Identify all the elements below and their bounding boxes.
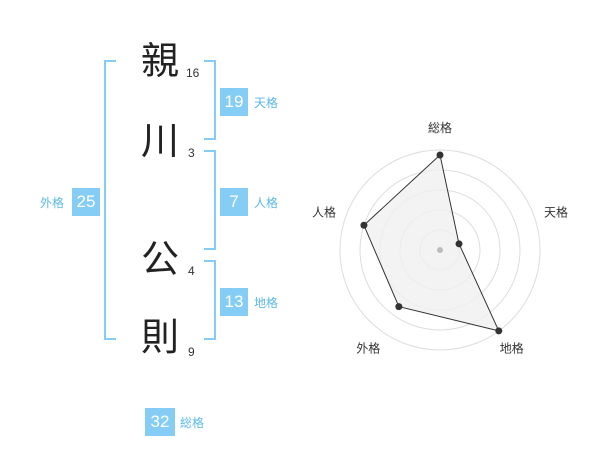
radar-axis-label-2: 天格 xyxy=(544,204,568,219)
name-char-3: 公 xyxy=(140,237,179,281)
radar-polygon xyxy=(363,154,500,332)
name-char-1: 親 xyxy=(140,39,179,83)
radar-axis-label-3: 地格 xyxy=(500,341,524,356)
chikaku-label: 地格 xyxy=(254,296,279,310)
radar-axis-label-1: 総格 xyxy=(428,120,452,135)
tenkaku-value: 19 xyxy=(220,88,248,116)
name-char-2: 川 xyxy=(140,119,179,163)
soukaku-label: 総格 xyxy=(180,416,205,430)
gaikaku-value: 25 xyxy=(72,188,100,216)
stroke-count-2: 3 xyxy=(188,146,195,160)
radar-point-2 xyxy=(455,240,463,248)
radar-center xyxy=(437,247,443,253)
chikaku-bracket xyxy=(204,260,216,340)
stroke-count-3: 4 xyxy=(188,264,195,278)
radar-axis-label-5: 人格 xyxy=(312,204,336,219)
name-char-4: 則 xyxy=(140,315,179,359)
gaikaku-bracket xyxy=(104,60,116,340)
jinkaku-value: 7 xyxy=(220,188,248,216)
soukaku-value: 32 xyxy=(145,408,175,436)
jinkaku-bracket xyxy=(204,150,216,250)
radar-point-1 xyxy=(436,151,444,159)
stroke-count-1: 16 xyxy=(186,66,200,80)
radar-ring xyxy=(339,149,541,351)
radar-point-4 xyxy=(395,303,403,311)
jinkaku-label: 人格 xyxy=(254,196,279,210)
radar-point-5 xyxy=(360,221,368,229)
radar-axis-label-4: 外格 xyxy=(356,341,380,356)
stroke-count-4: 9 xyxy=(188,345,195,359)
tenkaku-label: 天格 xyxy=(254,96,279,110)
gaikaku-label: 外格 xyxy=(40,196,65,210)
tenkaku-bracket xyxy=(204,60,216,140)
chikaku-value: 13 xyxy=(220,288,248,316)
radar-point-3 xyxy=(495,327,503,335)
